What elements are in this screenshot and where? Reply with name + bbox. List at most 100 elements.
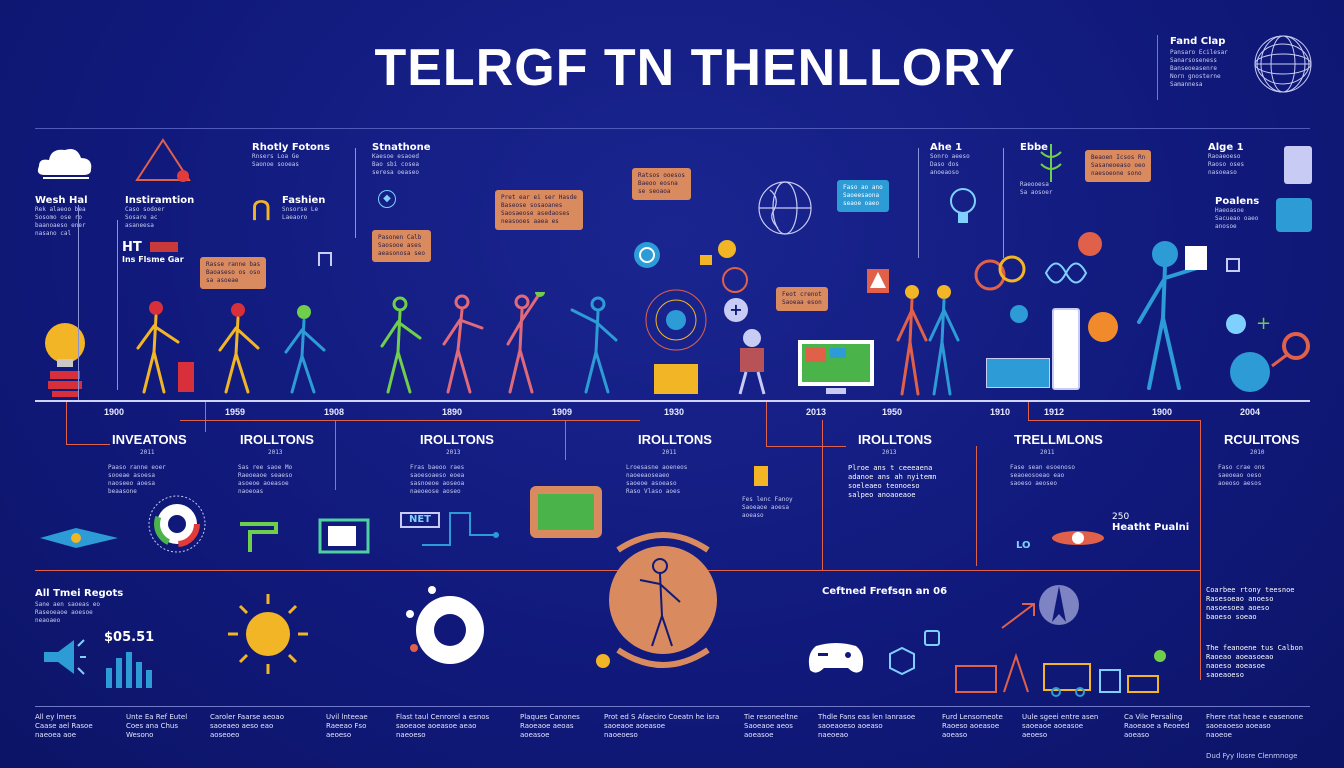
target-icon xyxy=(148,495,206,553)
red-h8 xyxy=(1028,420,1200,421)
tv-icon xyxy=(318,518,370,554)
ball-icon xyxy=(1088,312,1118,342)
mid-text-7: Faso crae ons saeoeao oeso aoeoso aesos xyxy=(1218,464,1265,487)
infinity-icon xyxy=(1044,262,1088,284)
category-1: INVEATONS xyxy=(112,432,187,447)
bubble-1: Rasse ranne bas Baoaseso os oso sa asoea… xyxy=(200,257,267,289)
red-circle-icon xyxy=(1078,232,1102,256)
robot-figure xyxy=(738,329,766,395)
gamepad-icon xyxy=(808,643,864,673)
red-h1 xyxy=(66,444,110,445)
caduceus-icon xyxy=(1040,144,1062,182)
year-5: 1909 xyxy=(552,407,573,417)
category-sub-3: 2013 xyxy=(446,449,461,456)
sunburst-icon xyxy=(645,289,707,394)
world-globe-icon xyxy=(758,181,812,235)
sewing-machine-icon xyxy=(240,522,278,552)
mid-text-5: Plroe ans t ceeeaena adanoe ans ah nyite… xyxy=(848,464,937,499)
red-v4 xyxy=(565,420,566,460)
red-v3 xyxy=(335,420,336,490)
mid-note: Fes lenc Fanoy Saoeaoe aoesa aoeaso xyxy=(742,496,793,519)
corner-info: Fand Clap Pansaro Ecilesar Sanarsoseness… xyxy=(1170,36,1228,89)
year-12: 2004 xyxy=(1240,407,1261,417)
red-v7 xyxy=(976,446,977,566)
red-v8 xyxy=(1028,402,1029,420)
mid-text-6: Fase sean esoenoso seaoeosoeao eao saoes… xyxy=(1010,464,1076,487)
phone-icon xyxy=(1052,308,1080,390)
connector-v2 xyxy=(117,220,118,390)
propeller-icon xyxy=(1052,531,1104,545)
warning-icon xyxy=(867,269,889,293)
connector-v4 xyxy=(918,148,919,258)
footer-13: Fhere rtat heae e easenone saoeaoeso aoe… xyxy=(1206,713,1304,739)
circuit-icon xyxy=(422,512,499,546)
lower-left: All Tmei Regots Sane aen saoeas eo Raseo… xyxy=(35,588,123,625)
gate-icon: ⋂ xyxy=(252,197,271,222)
keyboard-icon xyxy=(986,358,1050,388)
compass-icon xyxy=(1039,585,1079,625)
bubble-6: Faso ao ano Saoeesaona seaoe oaeo xyxy=(837,180,889,212)
footer-2: Unte Ea Ref Eutel Coes ana Chus Wesono xyxy=(126,713,188,739)
top-label-6: Stnathone Kaesoe esaoed Bao sbi cosea se… xyxy=(372,142,431,176)
top-label-9: Alge 1 Raoaeoeso Raoso oses nasoeaso xyxy=(1208,142,1245,176)
bubble-3: Pret ear ei ser Hasde Baseose sosaoanes … xyxy=(495,190,583,230)
top-label-5: Fashien Snsorse Le Laeaoro xyxy=(282,195,326,221)
category-sub-1: 2011 xyxy=(140,449,155,456)
mid-text-3: Fras baeoo raes saoesoaeso eoea sasnoeoe… xyxy=(410,464,465,495)
sun-coin-icon xyxy=(228,594,308,674)
corner-divider xyxy=(1157,35,1158,100)
top-label-10: Poalens Haeoasoe Sacueao oaeo anosoe xyxy=(1215,196,1260,230)
category-sub-2: 2013 xyxy=(268,449,283,456)
upper-frame-line xyxy=(35,128,1310,129)
top-label-7: Ahe 1 Sonro aeeso Daso dos anoeaoso xyxy=(930,142,970,176)
category-2: IROLLTONS xyxy=(240,432,314,447)
signature: Dud Fyy Ilosre Clenmnoge xyxy=(1206,752,1298,760)
camera-icon xyxy=(1276,198,1312,232)
red-v9 xyxy=(1200,420,1201,680)
lock-icon xyxy=(924,630,940,646)
bubble-2: Pasonen Calb Saosooe ases aeasonosa seo xyxy=(372,230,431,262)
lo-icon: LO xyxy=(1016,540,1031,551)
category-sub-4: 2011 xyxy=(662,449,677,456)
note-icon xyxy=(700,255,712,265)
right-text-1: Coarbee rtony teesnoe Rasesoeao anoeso n… xyxy=(1206,586,1295,621)
red-v1 xyxy=(66,402,67,444)
category-sub-7: 2010 xyxy=(1250,449,1265,456)
footer-8: Tie resoneeltne Saoeaoe aeos aoeasoe xyxy=(744,713,798,739)
top-label-4: Rhotly Fotons Rnsers Loa Ge Saonoe sooea… xyxy=(252,142,330,168)
year-6: 1930 xyxy=(664,407,685,417)
category-3: IROLLTONS xyxy=(420,432,494,447)
category-7: RCULITONS xyxy=(1224,432,1300,447)
right-text-2: The feanoene tus Calbon Raoeao aoeasoeao… xyxy=(1206,644,1303,679)
lower-left-text: Sane aen saoeas eo Raseoeaoe aoesoe neao… xyxy=(35,601,101,624)
footer-7: Prot ed S Afaeciro Coeatn he isra saoeao… xyxy=(604,713,720,739)
megaphone-icon xyxy=(44,639,86,675)
airplane-icon xyxy=(40,528,118,548)
year-1: 1900 xyxy=(104,407,125,417)
machinery-icons xyxy=(955,650,1166,697)
evolution-figures xyxy=(136,292,618,394)
mid-text-1: Paaso ranne eoer sooeae asoesa naoseeo a… xyxy=(108,464,166,495)
gears-icon xyxy=(974,255,1026,291)
red-h-mid xyxy=(180,420,640,421)
year-4: 1890 xyxy=(442,407,463,417)
cloud-icon xyxy=(37,149,92,179)
ring-icon xyxy=(722,267,748,293)
bubble-7: Beaoen Icsos Rn Sasaneoeaso oeo naesoeon… xyxy=(1085,150,1152,182)
green-plus-icon: + xyxy=(1256,313,1272,334)
fig-label: Ceftned Frefsqn an 06 xyxy=(822,586,948,597)
mid-text-2: Sas ree saoe Mo Raeoeaoe seaeso asoeoe a… xyxy=(238,464,293,495)
top-label-2: Instiramtion Caso sodoer Sosare ac asane… xyxy=(125,195,195,229)
tablet-icon xyxy=(1284,146,1312,184)
coin-icon xyxy=(718,240,736,258)
bulb-icon xyxy=(950,188,976,223)
main-timeline xyxy=(35,400,1310,402)
bubble-4: Ratsos ooesos Baeoo eosna se seoaoa xyxy=(632,168,691,200)
mid-text-4: Lroesasne aoeneos naoeeaoseaeo saoeoe as… xyxy=(626,464,688,495)
year-9: 1910 xyxy=(990,407,1011,417)
corner-text: Pansaro Ecilesar Sanarsoseness Banseoeas… xyxy=(1170,49,1228,88)
year-7: 2013 xyxy=(806,407,827,417)
connector-v3 xyxy=(355,148,356,238)
bar-graph-icon xyxy=(106,652,152,688)
top-label-1: Wesh Hal Rek alaeoo bea Sosomo ose ro ba… xyxy=(35,195,88,237)
